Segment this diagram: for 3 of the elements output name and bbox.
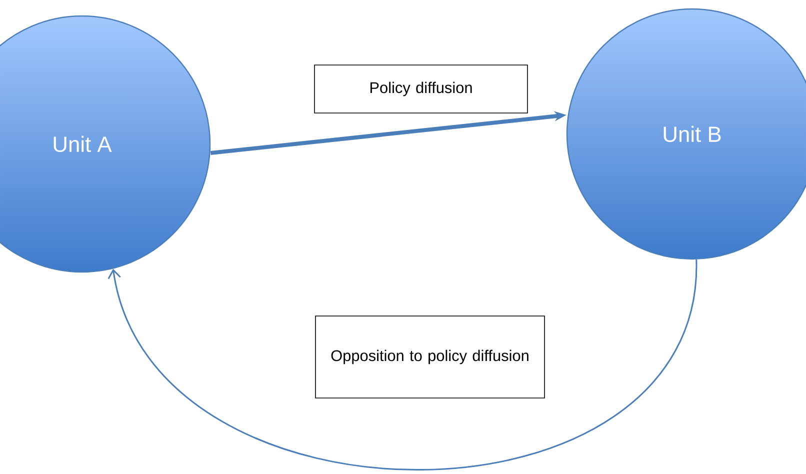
arrow [108, 259, 698, 470]
text-box: Opposition to policy diffusion [315, 316, 545, 398]
text-box: Policy diffusion [314, 64, 528, 114]
